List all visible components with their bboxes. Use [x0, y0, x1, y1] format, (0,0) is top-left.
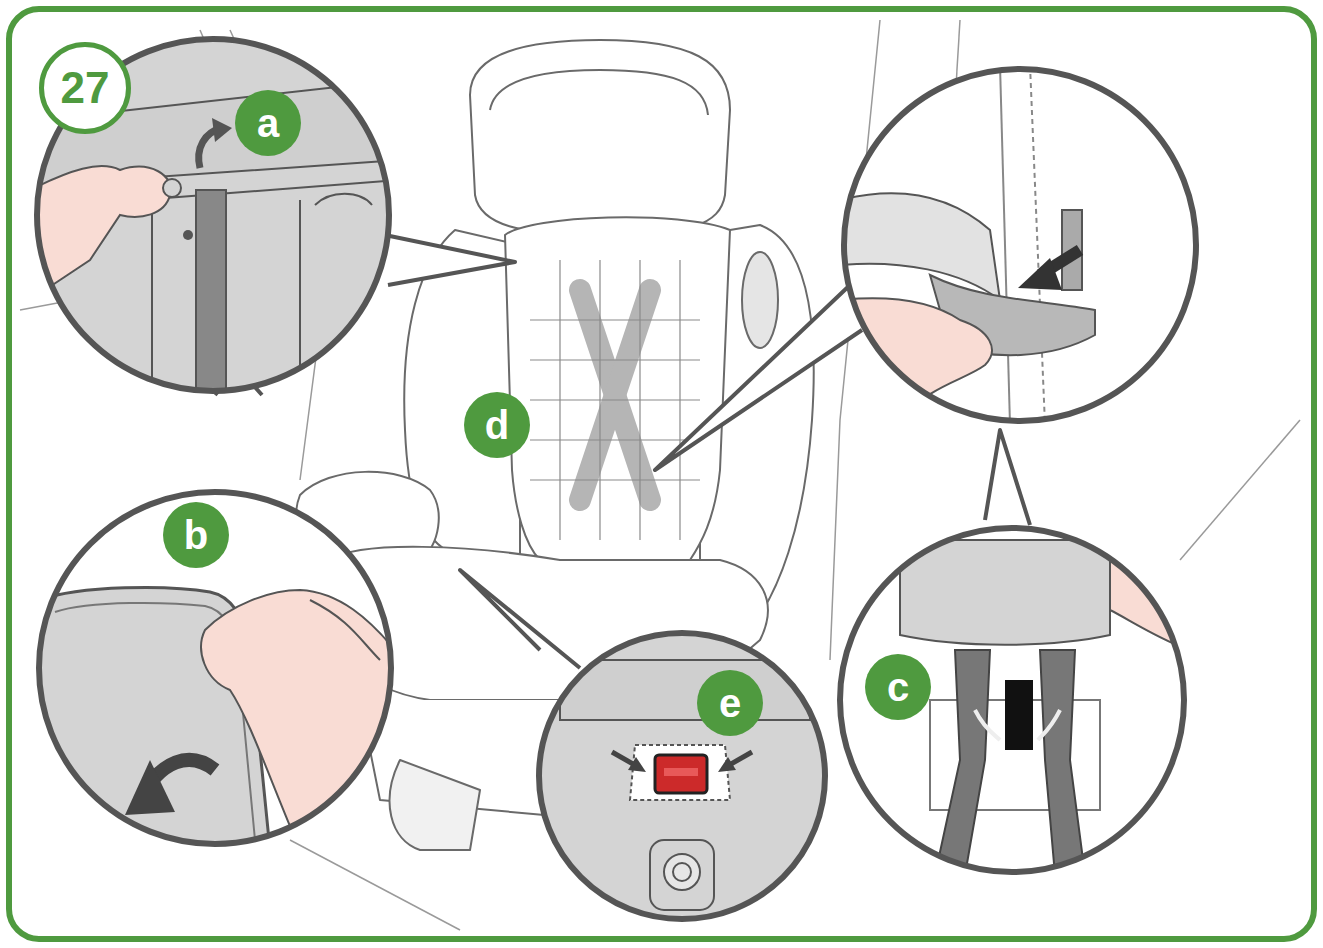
frame: [9, 9, 1314, 939]
callout-letter: e: [697, 670, 763, 736]
magnifier-circle: [39, 492, 391, 844]
detail-a: [30, 35, 400, 400]
callout-letter: b: [163, 502, 229, 568]
circle-shape: [235, 90, 301, 156]
callout-letter: a: [235, 90, 301, 156]
callout-letter: d: [464, 392, 530, 458]
step-number: 27: [39, 42, 131, 134]
car-interior: [20, 20, 1300, 930]
callout-text: b: [184, 515, 208, 555]
text-wrap: a: [235, 90, 301, 156]
detail-b: [35, 490, 395, 850]
callout-text: d: [485, 405, 509, 445]
seat-grid: [530, 260, 700, 540]
magnifier-circle: [840, 528, 1184, 872]
callout-text: c: [887, 667, 909, 707]
text-wrap: d: [464, 392, 530, 458]
magnifier-circle: [37, 39, 389, 391]
callout-text: e: [719, 683, 741, 723]
circle-shape: [163, 502, 229, 568]
step-number-text: 27: [61, 66, 110, 110]
text-wrap: e: [697, 670, 763, 736]
detail-slot: [840, 65, 1200, 425]
callout-text: a: [257, 103, 279, 143]
detail-straps: [835, 525, 1190, 875]
circle-shape: [697, 670, 763, 736]
circle-shape: [865, 654, 931, 720]
callout-letter: c: [865, 654, 931, 720]
text-wrap: c: [865, 654, 931, 720]
circle-shape: [42, 45, 129, 132]
text-wrap: 27: [39, 42, 131, 134]
detail-e: [535, 630, 830, 925]
magnifier-circle: [539, 633, 825, 919]
circle-shape: [464, 392, 530, 458]
magnifier-circle: [844, 69, 1196, 421]
text-wrap: b: [163, 502, 229, 568]
